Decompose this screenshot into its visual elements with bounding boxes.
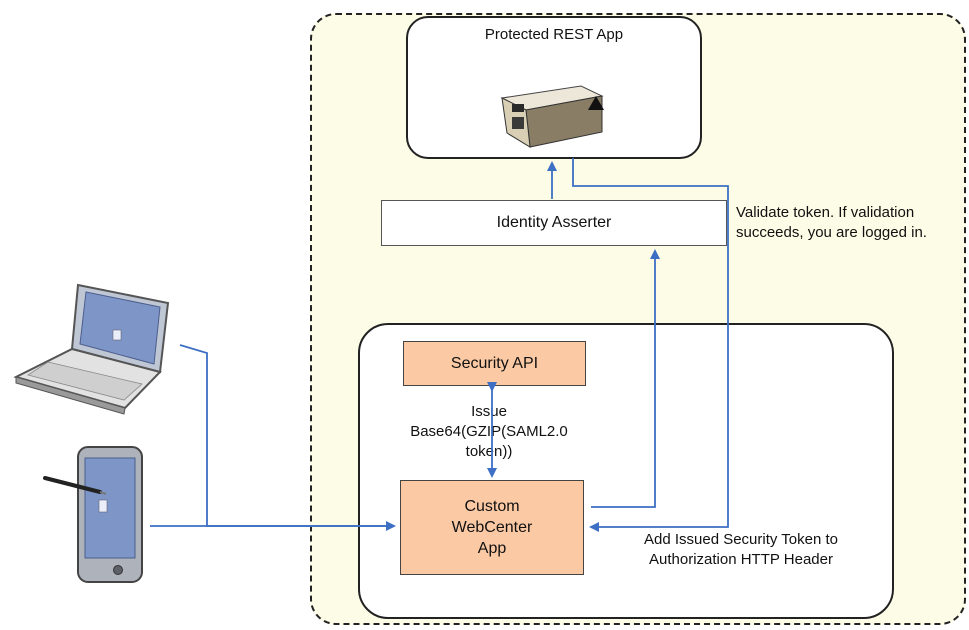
add-note-line: Add Issued Security Token to bbox=[643, 531, 838, 548]
validate-note-line: succeeds, you are logged in. bbox=[736, 224, 927, 241]
validate-note-line: Validate token. If validation bbox=[736, 204, 915, 221]
custom-app-label-line: App bbox=[477, 540, 507, 557]
add-token-note: Add Issued Security Token to Authorizati… bbox=[616, 530, 866, 570]
identity-asserter-label: Identity Asserter bbox=[496, 214, 612, 231]
validate-token-note: Validate token. If validation succeeds, … bbox=[736, 203, 968, 243]
security-api-label: Security API bbox=[450, 354, 539, 372]
laptop-icon bbox=[13, 283, 170, 415]
server-icon bbox=[500, 85, 604, 148]
app-to-asserter-arrow bbox=[591, 249, 660, 508]
security-api-box: Security API bbox=[403, 341, 586, 386]
tablet-icon bbox=[43, 446, 143, 583]
custom-webcenter-app-box: Custom WebCenter App bbox=[400, 480, 584, 575]
custom-app-label-line: WebCenter bbox=[451, 519, 533, 536]
identity-asserter-box: Identity Asserter bbox=[381, 200, 727, 246]
custom-app-label-line: Custom bbox=[464, 498, 520, 515]
validation-loop-line bbox=[572, 158, 729, 532]
laptop-to-app-line bbox=[179, 344, 396, 531]
add-note-line: Authorization HTTP Header bbox=[649, 551, 833, 568]
rest-app-title: Protected REST App bbox=[484, 26, 624, 43]
